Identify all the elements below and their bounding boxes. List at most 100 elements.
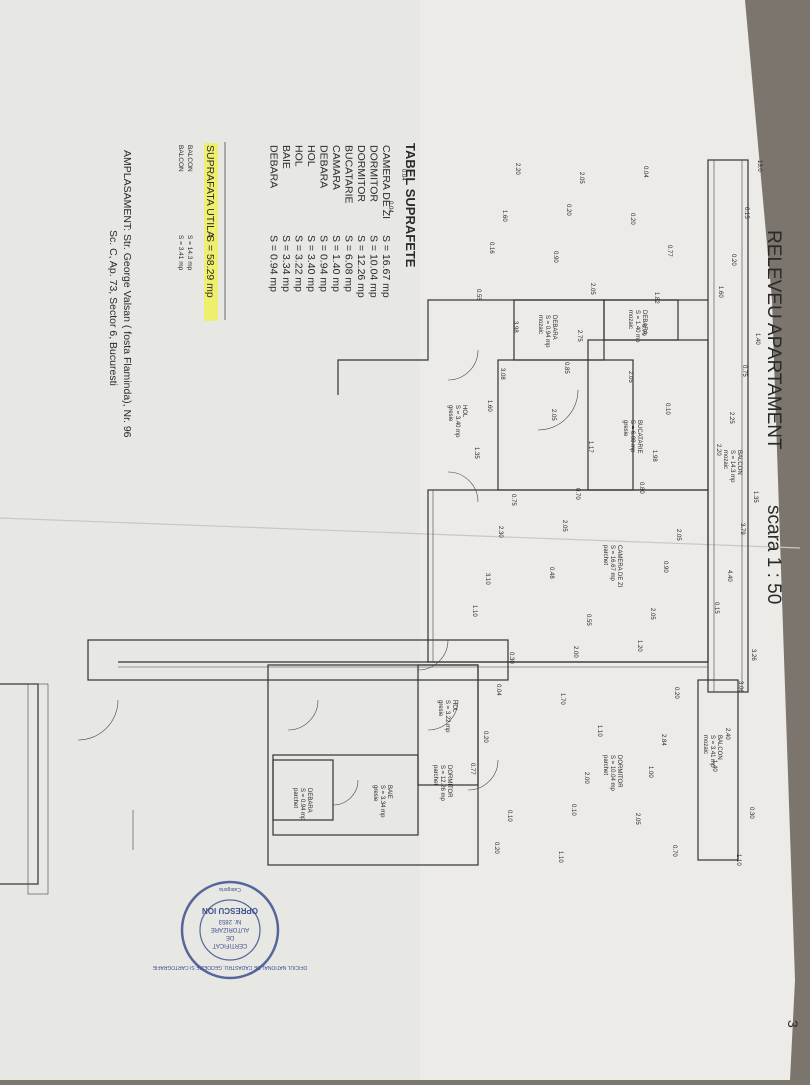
- dimension-label: 1.60: [486, 400, 492, 412]
- room-area: S = 12.26 mp: [439, 765, 445, 802]
- location-line-2: Sc. C, Ap. 73, Sector 6, Bucuresti: [107, 230, 119, 386]
- dimension-label: 13.0: [756, 160, 762, 172]
- room-finish: gresie: [372, 785, 378, 802]
- dimension-label: 0.75: [741, 365, 747, 377]
- dimension-label: 1.60: [717, 286, 723, 298]
- room-name: DORMITOR: [616, 755, 622, 788]
- surface-value: S = 6.08 mp: [343, 235, 355, 292]
- room-finish: parchet: [292, 788, 298, 808]
- highlight-marker: [204, 143, 218, 321]
- stamp-line-2: DE: [226, 934, 234, 940]
- dimension-label: 1.98: [651, 450, 657, 462]
- dimension-label: 0.75: [510, 494, 516, 506]
- room-name: BAIE: [386, 785, 392, 799]
- dimension-label: 3.98: [512, 321, 518, 333]
- dimension-labels: 13.00.150.201.601.400.752.252.201.353.79…: [387, 160, 762, 866]
- dimension-label: 0.90: [552, 251, 558, 263]
- dimension-label: 1.10: [735, 854, 741, 866]
- room-name: HOL: [461, 405, 467, 418]
- dimension-label: 4.40: [726, 570, 732, 582]
- dimension-label: 2.20: [514, 163, 520, 175]
- room-finish: gresie: [622, 420, 628, 437]
- surface-value: S = 12.26 mp: [355, 235, 367, 298]
- room-name: HOL: [451, 700, 457, 713]
- dimension-label: 0.04: [642, 166, 648, 178]
- dimension-label: 1.00: [647, 766, 653, 778]
- stamp-bottom: Categoria: [219, 886, 241, 892]
- room-name: BUCATARIE: [636, 420, 642, 453]
- dimension-label: 2.25: [728, 412, 734, 424]
- dimension-label: 0.20: [493, 842, 499, 854]
- dimension-label: 2.00: [572, 646, 578, 658]
- dimension-label: 0.70: [640, 324, 646, 336]
- surface-value: S = 10.04 mp: [368, 235, 380, 298]
- dimension-label: 0.70: [574, 488, 580, 500]
- dimension-label: 2.05: [550, 409, 556, 421]
- stamp-name: OPRESCU ION: [202, 906, 258, 915]
- dimension-label: 0.80: [638, 482, 644, 494]
- surface-value: S = 3.34 mp: [280, 235, 292, 292]
- room-finish: gresie: [437, 700, 443, 717]
- room-area: S = 10.04 mp: [609, 755, 615, 792]
- dimension-label: 2.05: [578, 172, 584, 184]
- stamp-outer-ring: [180, 880, 280, 980]
- stamp-line-3: AUTORIZARE: [211, 926, 250, 932]
- dimension-label: 0.20: [482, 731, 488, 743]
- dimension-label: 0.10: [506, 810, 512, 822]
- dimension-label: 1.10: [596, 725, 602, 737]
- room-area: S = 3.34 mp: [379, 785, 385, 818]
- stamp-top: OFICIUL NATIONAL DE CADASTRU, GEODEZIE S…: [152, 964, 307, 970]
- dimension-label: 3.08: [499, 368, 505, 380]
- balcony-name: BALCON: [186, 145, 193, 172]
- dimension-label: 2.05: [675, 529, 681, 541]
- dimension-label: 0.20: [673, 687, 679, 699]
- room-area: S = 6.08 mp: [629, 420, 635, 453]
- dimension-label: 1.40: [754, 333, 760, 345]
- room-name: DEBARA: [641, 310, 647, 335]
- table-heading: TABEL SUPRAFETE: [403, 143, 418, 268]
- dimension-label: 3.26: [750, 649, 756, 661]
- dimension-label: 2.84: [660, 734, 666, 746]
- room-name: BALCON: [736, 450, 742, 475]
- surface-name: BAIE: [280, 145, 292, 169]
- room-area: S = 0.94 mp: [299, 788, 305, 821]
- dimension-label: 1.35: [473, 447, 479, 459]
- dimension-label: 0.48: [548, 567, 554, 579]
- dimension-label: 1.82: [653, 292, 659, 304]
- dimension-label: 0.20: [730, 254, 736, 266]
- dimension-label: 0.77: [666, 245, 672, 257]
- page-number: 3: [785, 1020, 801, 1028]
- dimension-label: 0.04: [387, 201, 393, 213]
- dimension-label: 3.10: [484, 573, 490, 585]
- dimension-label: 0.85: [563, 362, 569, 374]
- location-line-1: AMPLASAMENT: Str. George Valsan ( fosta …: [121, 150, 133, 438]
- stamp-line-4: Nr. 2853: [218, 918, 241, 924]
- room-area: S = 16.67 mp: [609, 545, 615, 582]
- dimension-label: 0.10: [664, 403, 670, 415]
- dimension-label: 2.05: [561, 520, 567, 532]
- dimension-label: 0.16: [488, 242, 494, 254]
- dimension-label: 1.20: [636, 640, 642, 652]
- useful-area-label: SUPRAFATA UTILA: [204, 145, 216, 238]
- scale-label: scara 1 : 50: [763, 505, 784, 604]
- surface-value: S = 0.94 mp: [268, 235, 280, 292]
- stamp-inner-ring: [199, 899, 261, 961]
- dimension-label: 0.20: [565, 204, 571, 216]
- page-title: RELEVEU APARTAMENT: [763, 230, 784, 450]
- dimension-label: 2.05: [589, 283, 595, 295]
- room-name: DEBARA: [306, 788, 312, 813]
- dimension-label: 0.04: [495, 684, 501, 696]
- room-name: DORMITOR: [446, 765, 452, 798]
- surface-name: HOL: [293, 145, 305, 167]
- dimension-label: 2.40: [724, 728, 730, 740]
- dimension-label: 0.15: [713, 602, 719, 614]
- dimension-label: 0.20: [629, 213, 635, 225]
- dimension-label: 2.20: [715, 444, 721, 456]
- useful-area-value: S = 58.29 mp: [204, 235, 216, 298]
- surface-value: S = 1.40 mp: [330, 235, 342, 292]
- dimension-label: 0.04: [400, 169, 406, 181]
- dimension-label: 0.55: [585, 614, 591, 626]
- stamp-line-1: CERTIFICAT: [212, 942, 247, 948]
